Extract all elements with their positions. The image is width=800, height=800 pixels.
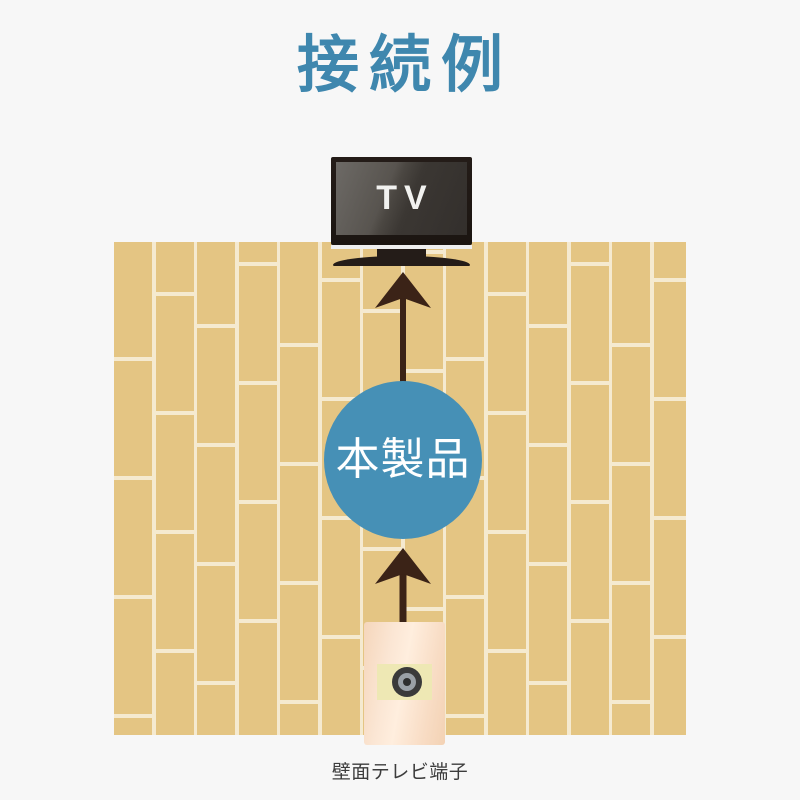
wall-tile xyxy=(487,295,526,411)
page-title: 接続例 xyxy=(296,31,513,100)
wall-tile xyxy=(529,565,567,681)
wall-tile xyxy=(487,652,526,735)
wall-tile xyxy=(446,599,484,714)
wall-tile xyxy=(280,465,318,581)
wall-tile xyxy=(570,384,609,500)
wall-tile xyxy=(238,503,277,619)
wall-tile xyxy=(155,533,194,649)
wall-tile xyxy=(612,703,650,735)
wall-tile xyxy=(197,565,235,681)
wall-tile xyxy=(529,446,567,562)
wall-tile xyxy=(487,533,526,649)
wall-tile xyxy=(487,242,526,292)
wall-tile-column xyxy=(238,242,281,735)
wall-tile xyxy=(653,639,686,735)
arrow-product-to-tv xyxy=(375,272,431,384)
wall-tile xyxy=(280,346,318,462)
wall-tile-column xyxy=(653,242,686,735)
wall-tile xyxy=(570,622,609,735)
wall-tile-column xyxy=(155,242,198,735)
wall-tile xyxy=(280,584,318,700)
wall-tile xyxy=(570,242,609,262)
wall-tile xyxy=(612,465,650,581)
wall-tile xyxy=(114,599,152,714)
wall-tile xyxy=(155,295,194,411)
wall-tile-column xyxy=(487,242,530,735)
coax-connector-icon xyxy=(392,667,422,697)
wall-tile xyxy=(653,520,686,636)
tv-screen: TV xyxy=(336,162,467,235)
wall-tile xyxy=(529,684,567,735)
wall-tile-column xyxy=(529,242,571,735)
wall-tile xyxy=(197,446,235,562)
wall-tv-terminal xyxy=(364,622,445,745)
arrow-outlet-to-product xyxy=(375,548,431,640)
product-label: 本製品 xyxy=(335,435,471,484)
coax-connector-ring xyxy=(398,673,416,691)
wall-tile xyxy=(653,242,686,279)
wall-tile xyxy=(238,384,277,500)
outlet-caption: 壁面テレビ端子 xyxy=(331,762,469,783)
tv-stand-base xyxy=(333,256,470,266)
wall-tile xyxy=(529,242,567,324)
wall-tile xyxy=(487,414,526,530)
wall-tile xyxy=(197,327,235,443)
wall-tile xyxy=(529,327,567,443)
wall-tile-column xyxy=(280,242,322,735)
wall-tile xyxy=(155,242,194,292)
wall-tile xyxy=(446,718,484,735)
product-circle: 本製品 xyxy=(324,381,482,539)
wall-tile xyxy=(280,242,318,343)
wall-tile xyxy=(321,282,360,398)
tv-screen-label: TV xyxy=(376,179,434,217)
terminal-inner-panel xyxy=(377,664,432,700)
tv-bezel: TV xyxy=(331,157,472,245)
wall-tile xyxy=(197,242,235,324)
tv-device: TV xyxy=(331,157,472,266)
tv-stand-neck xyxy=(377,249,426,259)
wall-tile xyxy=(612,242,650,343)
wall-tile xyxy=(238,242,277,262)
wall-tile xyxy=(155,414,194,530)
wall-tile xyxy=(612,584,650,700)
wall-tile xyxy=(114,242,152,357)
wall-tile xyxy=(238,265,277,381)
wall-tile xyxy=(570,265,609,381)
wall-tile-column xyxy=(570,242,613,735)
wall-tile xyxy=(570,503,609,619)
wall-tile xyxy=(612,346,650,462)
tv-bezel-highlight xyxy=(331,245,472,249)
wall-tile xyxy=(197,684,235,735)
wall-tile xyxy=(653,282,686,398)
wall-tile-column xyxy=(197,242,239,735)
wall-tile-column xyxy=(612,242,654,735)
wall-tile xyxy=(653,401,686,517)
wall-tile xyxy=(321,520,360,636)
wall-tile xyxy=(238,622,277,735)
wall-tile xyxy=(280,703,318,735)
wall-tile xyxy=(114,718,152,735)
wall-tile xyxy=(114,361,152,476)
wall-tile xyxy=(404,253,443,369)
coax-connector-pin xyxy=(403,678,411,686)
wall-tile-column xyxy=(114,242,156,735)
wall-tile xyxy=(114,480,152,595)
wall-tile xyxy=(321,639,360,735)
wall-tile xyxy=(155,652,194,735)
